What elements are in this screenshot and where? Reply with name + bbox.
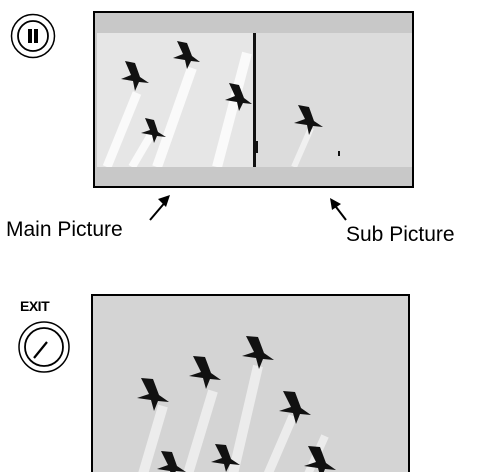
exit-label: EXIT bbox=[20, 298, 50, 314]
main-picture-arrow-icon bbox=[149, 195, 170, 221]
pip-screen bbox=[93, 11, 414, 188]
main-picture-label: Main Picture bbox=[6, 218, 123, 241]
full-screen bbox=[91, 294, 410, 472]
sub-picture-image bbox=[256, 33, 412, 169]
rotary-knob-icon bbox=[18, 321, 70, 373]
aircraft-sub bbox=[256, 105, 340, 169]
sub-picture-arrow-icon bbox=[330, 198, 347, 221]
aircraft-formation-main bbox=[102, 41, 252, 170]
aircraft-formation-full bbox=[93, 296, 408, 472]
sub-picture-label: Sub Picture bbox=[346, 223, 455, 246]
main-picture-image bbox=[97, 33, 256, 170]
pip-button-icon bbox=[10, 13, 56, 59]
